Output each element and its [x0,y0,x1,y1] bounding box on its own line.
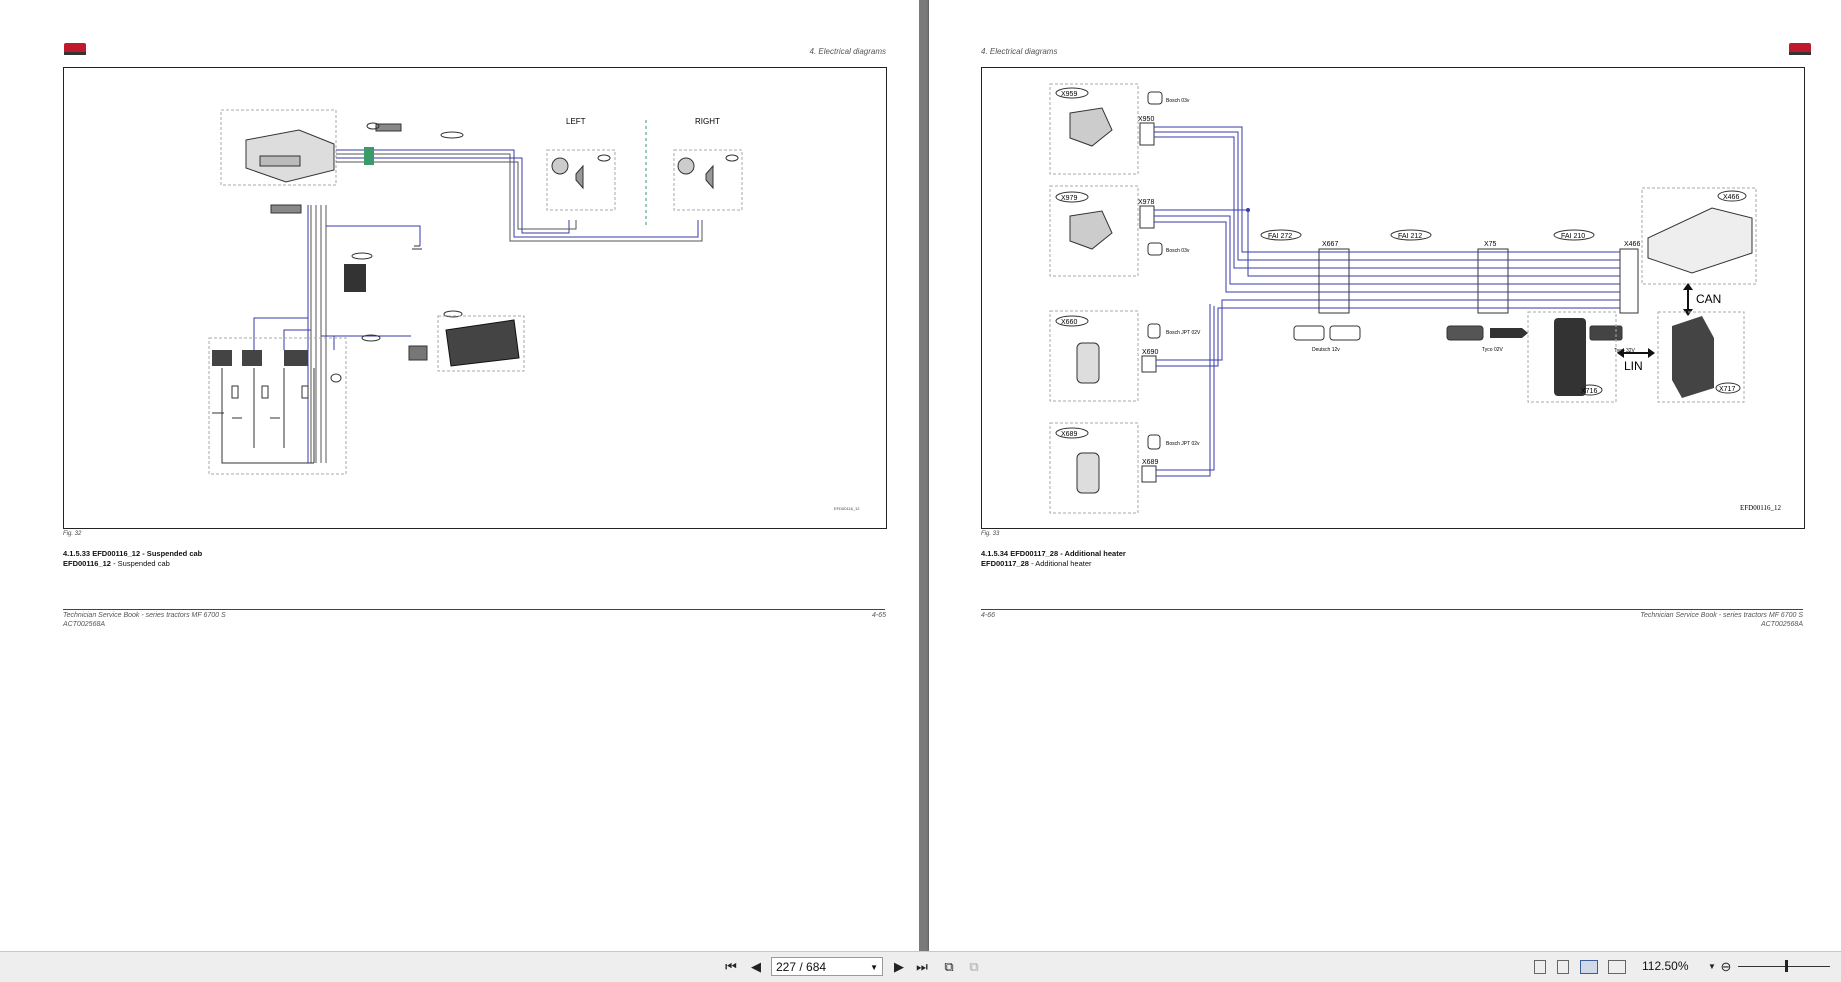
footer-code: ACT002568A [1760,621,1803,628]
label-x689-b: X689 [1142,459,1158,466]
single-page-view-icon[interactable] [1534,960,1546,974]
page-number-input[interactable]: 227 / 684 ▼ [771,957,883,976]
footer-title: Technician Service Book - series tractor… [1640,612,1803,619]
page-left: 4. Electrical diagrams LEFT RIGHT [0,0,919,951]
label-x466-b: X466 [1723,194,1739,201]
paste-page-icon[interactable]: ⧉ [969,959,979,974]
label-x466-a: X466 [1624,241,1640,248]
label-x689-a: X689 [1061,431,1077,438]
label-bosch-2: Bosch 03v [1166,248,1190,254]
label-right: RIGHT [695,117,720,126]
zoom-dropdown-icon[interactable]: ▼ [1708,962,1716,971]
chevron-down-icon[interactable]: ▼ [870,963,878,972]
page-right: 4. Electrical diagrams X959 X979 X660 [929,0,1841,951]
label-bosch-jpt-1: Bosch JPT 02V [1166,330,1201,336]
page-number: 4-65 [871,612,886,619]
page-gutter [919,0,929,951]
first-page-icon[interactable]: ⏮ [725,959,737,974]
label-fai212: FAI 212 [1398,233,1422,240]
label-ref: EFD00116_12 [1740,504,1781,512]
next-page-icon[interactable]: ▶ [894,959,904,974]
label-x959: X959 [1061,91,1077,98]
wiring-diagram-frame: X959 X979 X660 X689 Bosch 03v Bosch 03v [981,67,1805,529]
label-x75: X75 [1484,241,1497,248]
brand-logo [1789,43,1811,55]
viewer-toolbar: ⏮ ◀ 227 / 684 ▼ ▶ ⏭ ⧉ ⧉ 112.50% ▼ ⊖ [0,951,1841,982]
caption-desc: Suspended cab [117,559,170,568]
svg-text:EFD00116_12: EFD00116_12 [834,506,860,511]
figure-label: Fig. 33 [981,531,1000,537]
label-x716: X716 [1581,388,1597,395]
last-page-icon[interactable]: ⏭ [916,959,928,974]
label-bosch-1: Bosch 03v [1166,98,1190,104]
zoom-out-icon[interactable]: ⊖ [1720,959,1732,974]
label-x660: X660 [1061,319,1077,326]
label-x717: X717 [1719,386,1735,393]
figure-caption: 4.1.5.33 EFD00116_12 - Suspended cab EFD… [63,549,203,568]
label-left: LEFT [566,117,586,126]
two-page-view-icon[interactable] [1580,960,1598,974]
label-fai210: FAI 210 [1561,233,1585,240]
label-lin: LIN [1624,359,1643,373]
caption-id: EFD00117_28 [981,559,1029,568]
continuous-view-icon[interactable] [1557,960,1569,974]
footer-title: Technician Service Book - series tractor… [63,612,226,619]
label-bosch-jpt-2: Bosch JPT 02v [1166,441,1200,447]
caption-title: 4.1.5.34 EFD00117_28 - Additional heater [981,549,1126,558]
label-deutsch: Deutsch 12v [1312,347,1340,353]
footer-divider [981,609,1803,610]
page-header: 4. Electrical diagrams [981,47,1058,56]
figure-label: Fig. 32 [63,531,82,537]
page-number: 4-66 [981,612,996,619]
zoom-slider-thumb[interactable] [1785,960,1788,972]
label-tyco-2: Tyco 32V [1614,348,1636,354]
wiring-diagram-frame: LEFT RIGHT [63,67,887,529]
label-x950: X950 [1138,116,1154,123]
footer-left: Technician Service Book - series tractor… [63,611,226,629]
copy-page-icon[interactable]: ⧉ [944,959,954,974]
footer-divider [63,609,885,610]
suspended-cab-diagram: LEFT RIGHT [208,109,860,511]
previous-page-icon[interactable]: ◀ [751,959,761,974]
label-x978: X978 [1138,199,1154,206]
label-x667: X667 [1322,241,1338,248]
label-fai272: FAI 272 [1268,233,1292,240]
caption-id: EFD00116_12 [63,559,111,568]
page-header: 4. Electrical diagrams [809,47,886,56]
additional-heater-diagram: X959 X979 X660 X689 Bosch 03v Bosch 03v [1049,83,1781,514]
caption-desc: Additional heater [1035,559,1092,568]
label-tyco-1: Tyco 02V [1482,347,1504,353]
figure-caption: 4.1.5.34 EFD00117_28 - Additional heater… [981,549,1126,568]
brand-logo [64,43,86,55]
zoom-slider[interactable] [1738,966,1830,967]
caption-title: 4.1.5.33 EFD00116_12 - Suspended cab [63,549,203,558]
page-number-value: 227 / 684 [776,960,827,974]
two-page-continuous-view-icon[interactable] [1608,960,1626,974]
footer-right: Technician Service Book - series tractor… [1640,611,1803,629]
label-can: CAN [1696,292,1721,306]
zoom-level[interactable]: 112.50% [1642,959,1689,973]
label-x690: X690 [1142,349,1158,356]
label-x979: X979 [1061,195,1077,202]
footer-code: ACT002568A [63,621,106,628]
document-viewer[interactable]: 4. Electrical diagrams LEFT RIGHT [0,0,1841,951]
